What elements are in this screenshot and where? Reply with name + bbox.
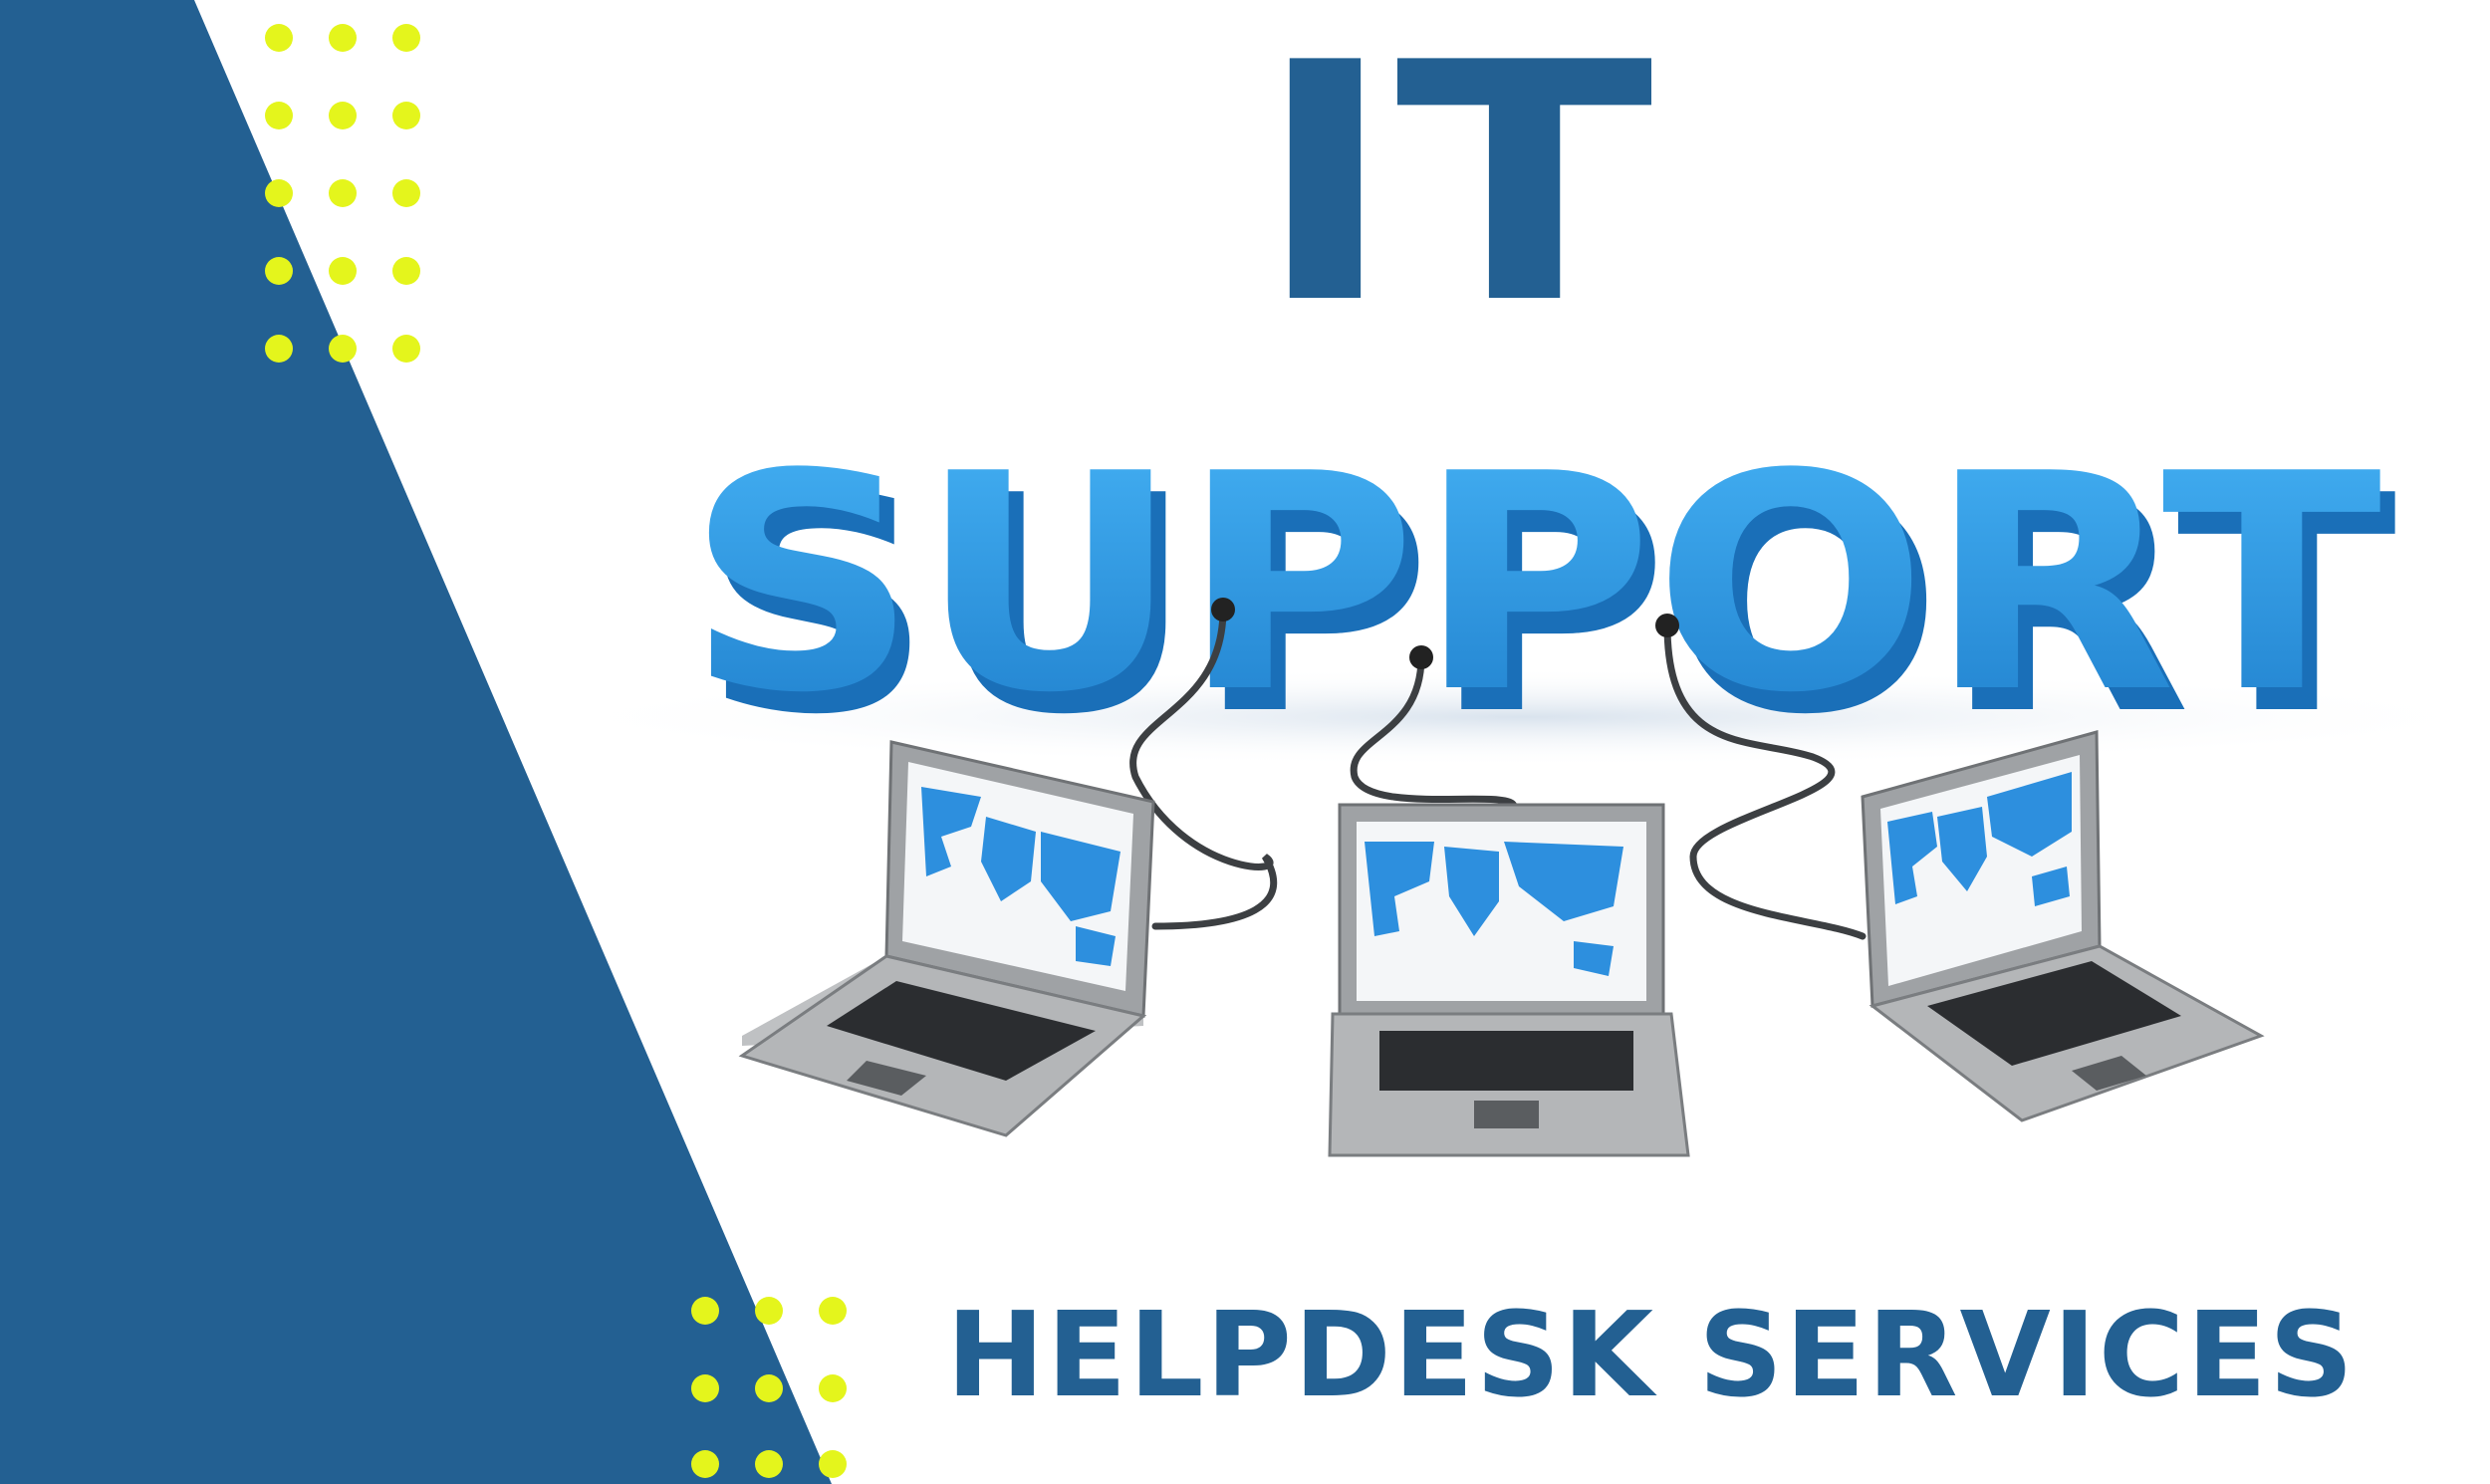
- left-laptop: [738, 740, 1155, 1137]
- support-3d-word: SUPPORT SUPPORT: [686, 409, 2398, 780]
- support-floor-shadow: [528, 667, 2490, 767]
- world-map-icon: [1365, 842, 1623, 976]
- top-dot-grid: [265, 24, 420, 363]
- right-laptop: [1861, 730, 2265, 1122]
- cable-plugs: [1211, 598, 1679, 669]
- bottom-dot-grid: [691, 1297, 847, 1478]
- navy-diagonal-band: [0, 0, 832, 1484]
- support-word-face: SUPPORT: [686, 409, 2383, 758]
- page-title: IT: [1254, 0, 1654, 375]
- world-map-icon: [921, 787, 1120, 966]
- center-laptop: [1328, 803, 1690, 1157]
- world-map-icon: [1887, 772, 2072, 906]
- network-cables: [1129, 606, 1867, 940]
- support-word-depth: SUPPORT: [701, 431, 2398, 780]
- subtitle: HELPDESK SERVICES: [946, 1286, 2356, 1423]
